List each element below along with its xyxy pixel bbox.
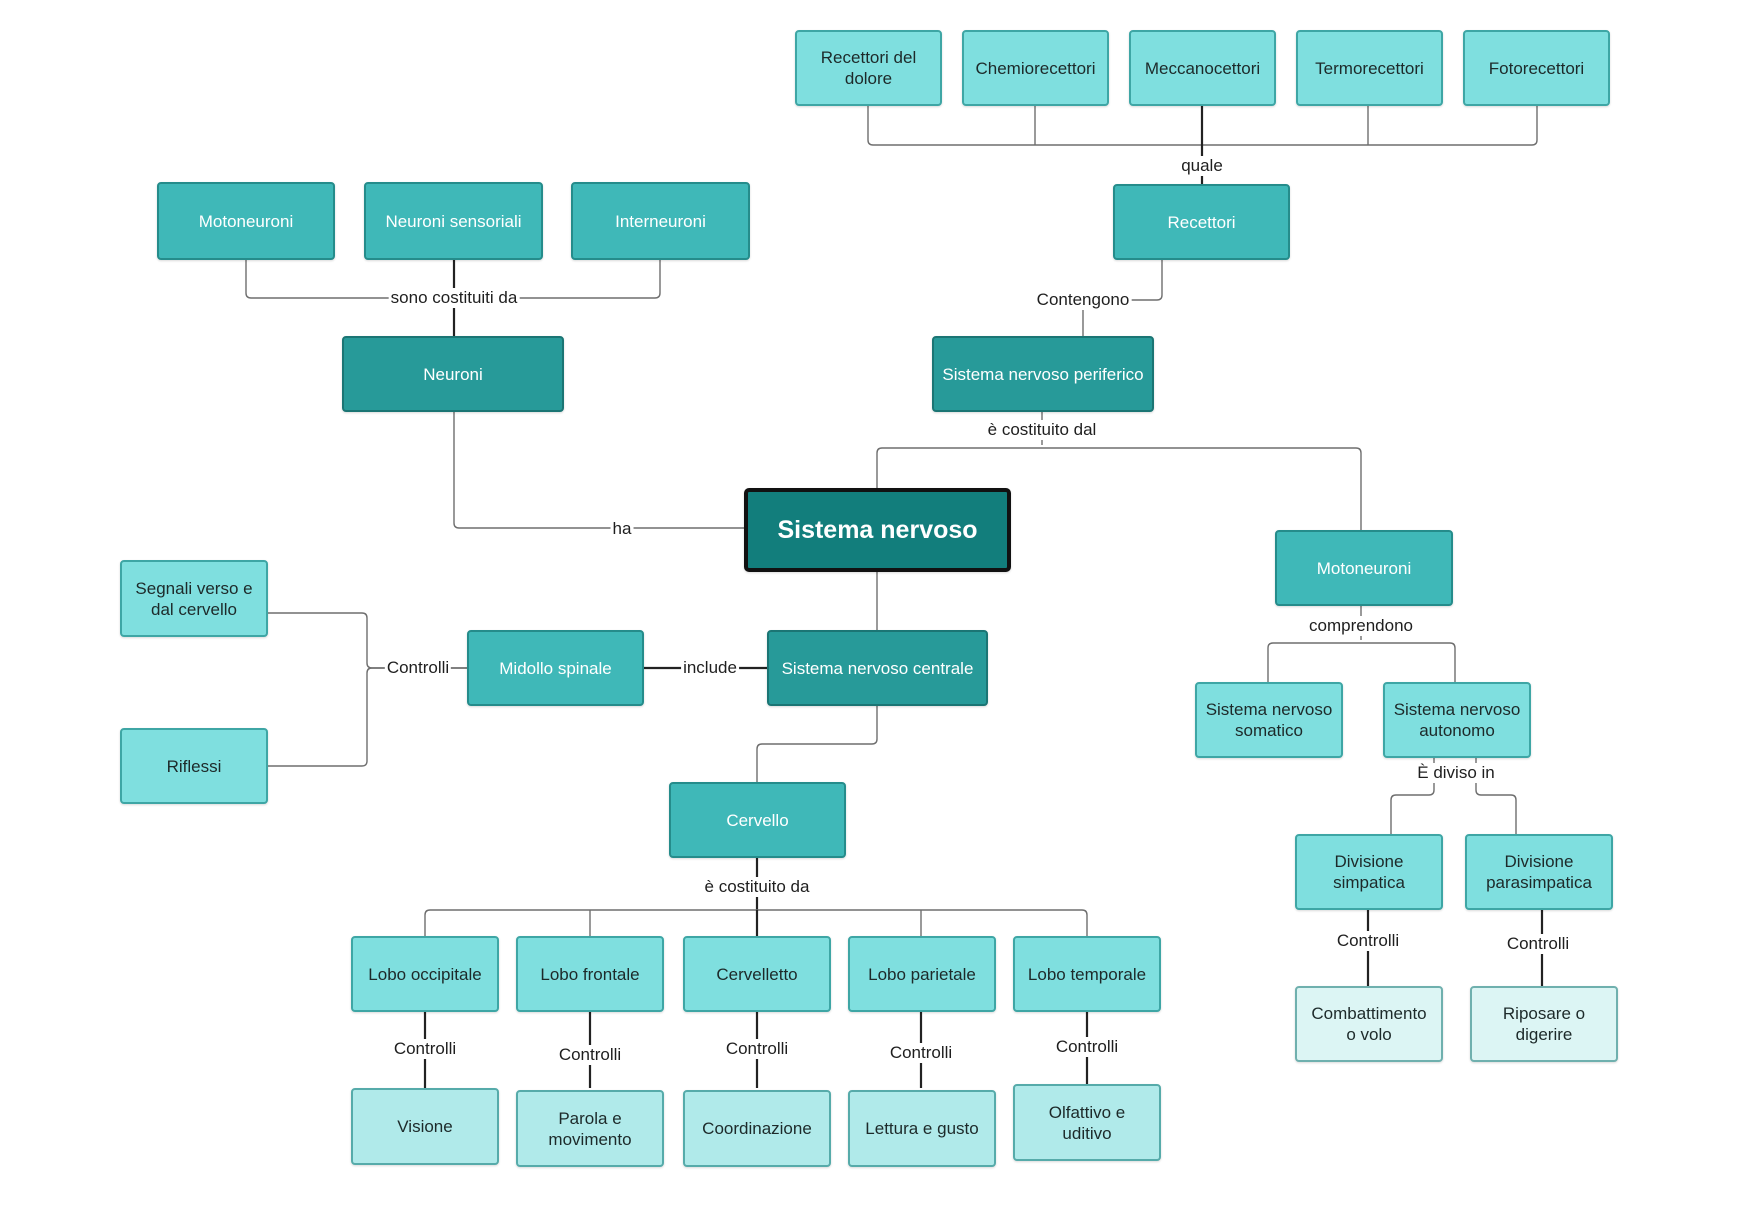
node-sn-somatico: Sistema nervoso somatico [1195,682,1343,758]
edge-label-sono-costituiti-da: sono costituiti da [388,288,520,308]
node-riflessi: Riflessi [120,728,268,804]
edge-label-e-costituito-dal: è costituito dal [985,420,1099,440]
edge-label-quale: quale [1179,156,1225,176]
edge-label-comprendono: comprendono [1307,616,1415,636]
node-fotorecettori: Fotorecettori [1463,30,1610,106]
node-visione: Visione [351,1088,499,1165]
node-lobo-parietale: Lobo parietale [848,936,996,1012]
node-combattimento: Combattimento o volo [1295,986,1443,1062]
edge-label-controlli-frontale: Controlli [556,1045,624,1065]
node-parola-movimento: Parola e movimento [516,1090,664,1167]
node-neuroni-sensoriali: Neuroni sensoriali [364,182,543,260]
edge-label-e-costituito-da: è costituito da [702,877,812,897]
edge-label-controlli-midollo: Controlli [384,658,452,678]
node-lobo-temporale: Lobo temporale [1013,936,1161,1012]
edge-label-controlli-parasimpatica: Controlli [1504,934,1572,954]
edge-label-controlli-occipitale: Controlli [391,1039,459,1059]
node-recettori: Recettori [1113,184,1290,260]
node-termorecettori: Termorecettori [1296,30,1443,106]
node-cervelletto: Cervelletto [683,936,831,1012]
node-sn-centrale: Sistema nervoso centrale [767,630,988,706]
edge-label-e-diviso-in: È diviso in [1415,763,1497,783]
edge-label-include: include [681,658,739,678]
node-lobo-frontale: Lobo frontale [516,936,664,1012]
node-chemiorecettori: Chemiorecettori [962,30,1109,106]
node-segnali: Segnali verso e dal cervello [120,560,268,637]
edge-label-controlli-simpatica: Controlli [1334,931,1402,951]
node-div-simpatica: Divisione simpatica [1295,834,1443,910]
node-cervello: Cervello [669,782,846,858]
node-lettura-gusto: Lettura e gusto [848,1090,996,1167]
node-coordinazione: Coordinazione [683,1090,831,1167]
edge-label-controlli-cervelletto: Controlli [723,1039,791,1059]
node-div-parasimpatica: Divisione parasimpatica [1465,834,1613,910]
edge-label-controlli-parietale: Controlli [887,1043,955,1063]
node-neuroni: Neuroni [342,336,564,412]
node-interneuroni: Interneuroni [571,182,750,260]
node-motoneuroni-top: Motoneuroni [157,182,335,260]
node-recettori-dolore: Recettori del dolore [795,30,942,106]
node-sn-autonomo: Sistema nervoso autonomo [1383,682,1531,758]
edge-label-contengono: Contengono [1034,290,1132,310]
edge-label-controlli-temporale: Controlli [1053,1037,1121,1057]
node-olfattivo-uditivo: Olfattivo e uditivo [1013,1084,1161,1161]
node-root-sistema-nervoso: Sistema nervoso [744,488,1011,572]
node-sn-periferico: Sistema nervoso periferico [932,336,1154,412]
node-motoneuroni-right: Motoneuroni [1275,530,1453,606]
node-lobo-occipitale: Lobo occipitale [351,936,499,1012]
node-midollo-spinale: Midollo spinale [467,630,644,706]
node-riposare: Riposare o digerire [1470,986,1618,1062]
node-meccanocettori: Meccanocettori [1129,30,1276,106]
edge-label-ha: ha [610,519,634,539]
